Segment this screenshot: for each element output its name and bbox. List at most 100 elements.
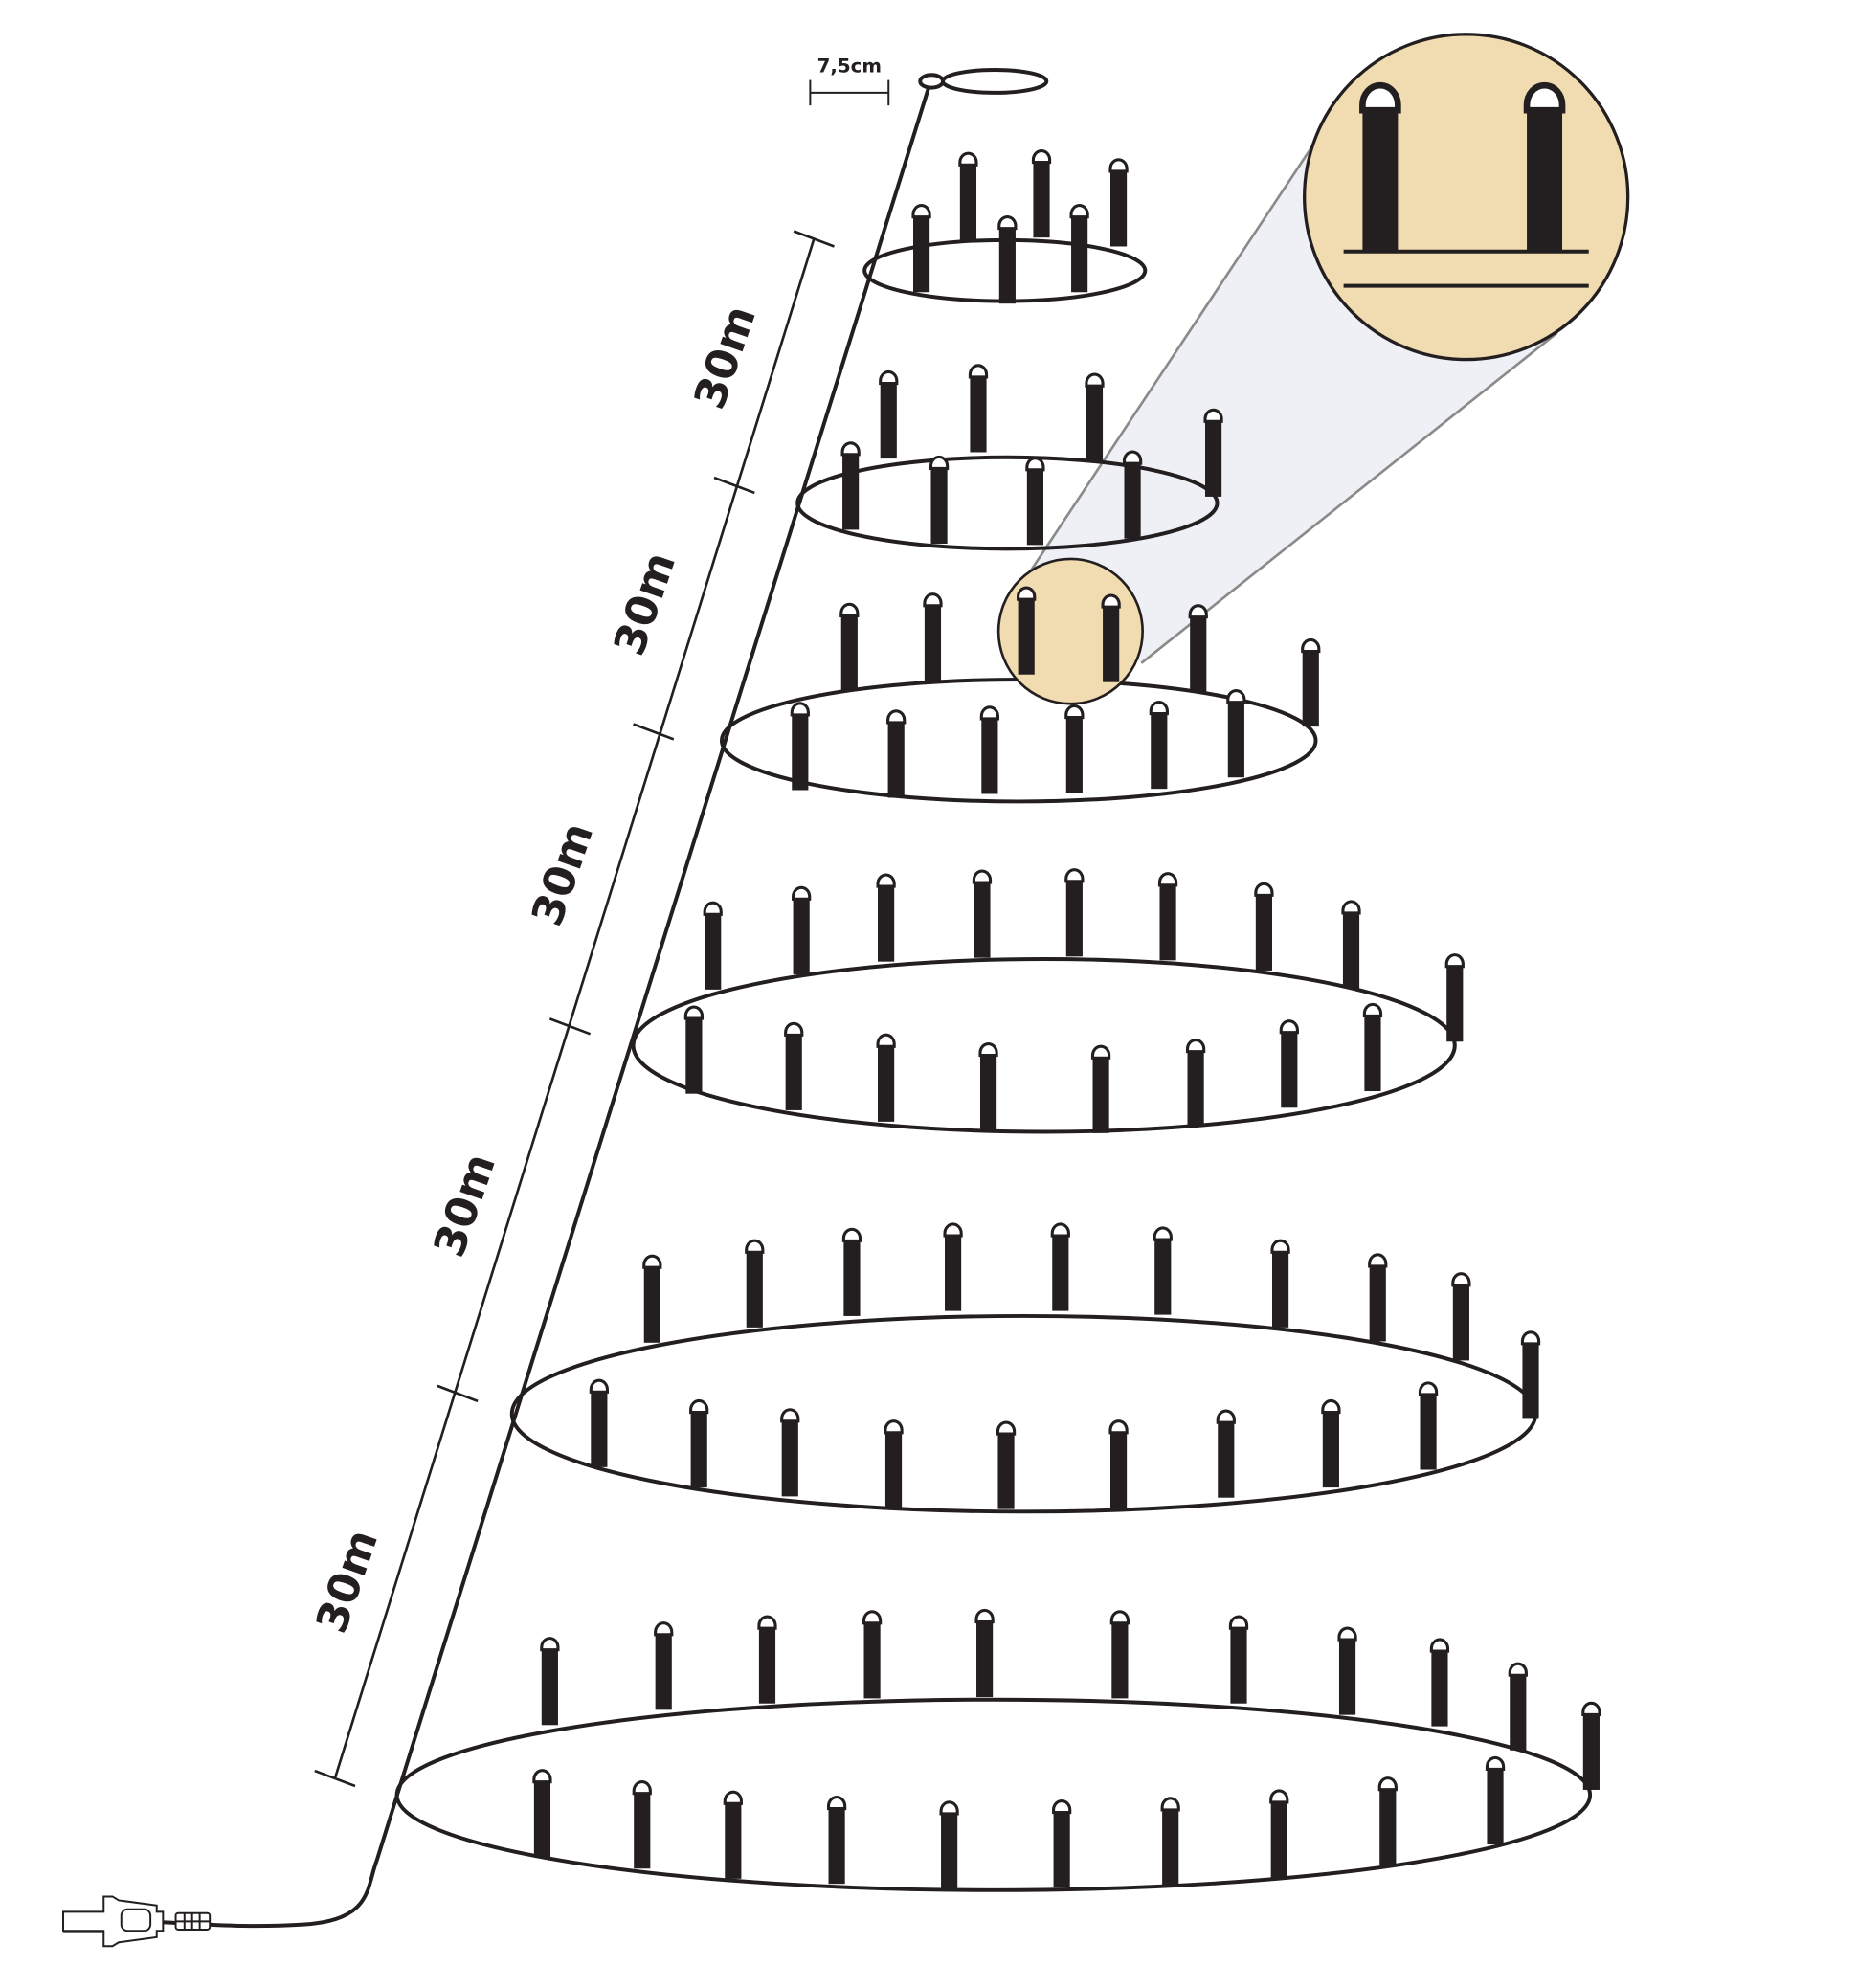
segment-length-label: 30m <box>683 300 766 415</box>
bulb-icon <box>1085 372 1105 461</box>
bulb-icon <box>632 1780 652 1869</box>
bulb-icon <box>1520 1330 1541 1419</box>
bulb-icon <box>978 1041 998 1131</box>
dimension-tick <box>548 1017 592 1036</box>
dimension-tick <box>633 723 675 741</box>
scale-label: 7,5cm <box>817 56 882 78</box>
bulb-icon <box>862 1610 883 1699</box>
bulb-icon <box>876 873 896 962</box>
bulb-icon <box>1122 450 1143 539</box>
bulb-icon <box>1069 204 1089 293</box>
bulb-icon <box>703 901 723 990</box>
bulb-icon <box>923 592 943 681</box>
bulb-icon <box>784 1021 804 1110</box>
bulb-icon <box>1185 1039 1206 1128</box>
bulb-icon <box>929 455 950 545</box>
bulb-icon <box>911 204 931 293</box>
light-ring-5 <box>509 1222 1541 1514</box>
hanging-loop <box>918 68 1049 95</box>
bulb-icon <box>840 441 861 530</box>
bulb-icon <box>1581 1701 1601 1790</box>
bulb-icon <box>1108 158 1129 247</box>
bulb-icon <box>841 1227 862 1316</box>
bulb-icon <box>1025 457 1045 546</box>
bulb-icon <box>689 1398 709 1488</box>
bulb-icon <box>589 1378 610 1467</box>
bulb-icon <box>1109 1610 1130 1699</box>
bulb-icon <box>1160 1797 1180 1886</box>
bulb-icon <box>540 1637 560 1726</box>
segment-length-label: 30m <box>604 546 686 661</box>
bulb-icon <box>943 1222 963 1311</box>
ring-wire <box>509 1313 1538 1514</box>
bulb-icon <box>1017 586 1037 675</box>
bulb-icon <box>879 369 899 459</box>
bulb-icon <box>532 1769 552 1858</box>
bulb-icon <box>876 1033 896 1122</box>
plug-icon <box>62 1895 212 1948</box>
bulb-icon <box>1052 1798 1072 1888</box>
bulb-icon <box>1377 1776 1398 1865</box>
bulb-icon <box>1149 700 1169 790</box>
bulb-icon <box>654 1621 674 1710</box>
length-dimension-line <box>314 230 835 1788</box>
bulb-icon <box>1064 704 1085 793</box>
segment-length-label: 30m <box>423 1148 505 1263</box>
bulb-icon <box>1188 604 1208 693</box>
bulb-icon <box>1270 1239 1290 1328</box>
bulb-icon <box>1451 1272 1471 1361</box>
bulb-icon <box>1523 81 1566 252</box>
light-ring-4 <box>631 868 1465 1134</box>
bulb-icon <box>1157 872 1178 961</box>
bulb-icon <box>1341 900 1361 989</box>
dimension-tick <box>793 230 835 248</box>
bulb-icon <box>1301 637 1321 727</box>
bulb-icon <box>974 1608 995 1698</box>
bulb-icon <box>968 364 989 453</box>
dimension-tick <box>713 476 755 495</box>
bulb-icon <box>1444 953 1465 1042</box>
bulb-icon <box>1368 1253 1388 1342</box>
bulb-icon <box>1153 1226 1173 1315</box>
bulb-icon <box>939 1800 959 1889</box>
segment-length-label: 30m <box>522 816 604 932</box>
zoom-circle-large <box>1303 33 1630 362</box>
bulb-icon <box>826 1795 847 1885</box>
segment-length-label: 30m <box>306 1523 389 1639</box>
bulb-icon <box>780 1408 800 1497</box>
ring-wire <box>795 455 1220 551</box>
bulb-icon <box>886 709 907 798</box>
bulb-icon <box>1485 1755 1506 1845</box>
bulb-icon <box>1203 408 1223 497</box>
bulb-icon <box>1269 1789 1289 1878</box>
bulb-icon <box>1064 868 1085 957</box>
bulb-icon <box>996 1420 1017 1509</box>
bulb-icon <box>1216 1409 1236 1498</box>
bulb-icon <box>958 151 978 240</box>
bulb-icon <box>1226 689 1246 778</box>
bulb-icon <box>884 1419 904 1508</box>
bulb-icon <box>1418 1381 1439 1470</box>
ring-wire <box>631 957 1457 1134</box>
bulb-icon <box>792 885 812 974</box>
bulb-icon <box>839 602 860 691</box>
bulb-icon <box>1508 1662 1528 1751</box>
bulb-icon <box>1429 1638 1450 1727</box>
bulb-icon <box>1090 1044 1111 1133</box>
bulb-icon <box>745 1239 765 1328</box>
light-ring-1 <box>862 148 1148 304</box>
bulb-icon <box>1359 81 1401 252</box>
scale-bar: 7,5cm <box>809 56 890 106</box>
bulb-icon <box>757 1615 777 1704</box>
bulb-icon <box>790 702 810 791</box>
bulb-icon <box>1337 1626 1357 1715</box>
light-ring-2 <box>795 364 1223 551</box>
bulb-icon <box>972 869 993 958</box>
bulb-icon <box>1108 1419 1129 1508</box>
bulb-icon <box>1101 593 1121 682</box>
bulb-icon <box>723 1790 743 1879</box>
bulb-icon <box>1279 1019 1299 1108</box>
ring-wire <box>394 1697 1593 1892</box>
bulb-icon <box>1050 1222 1070 1311</box>
